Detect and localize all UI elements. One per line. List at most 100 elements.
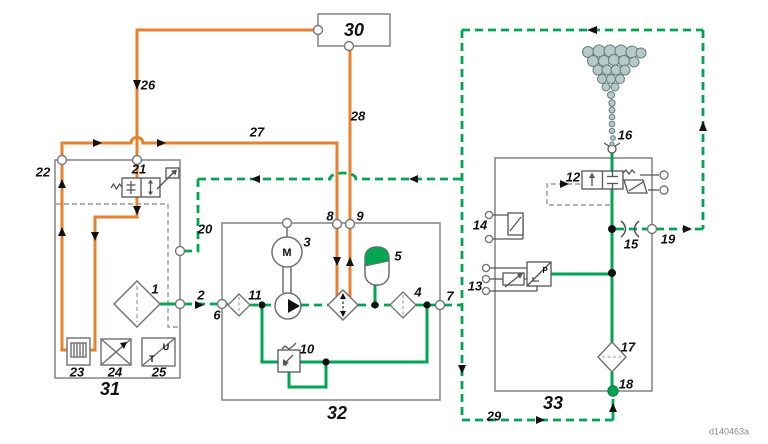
arrow-right-up: [699, 121, 707, 131]
port-motor: [281, 217, 293, 229]
label-28: 28: [350, 108, 366, 124]
arrow-cooler-down: [91, 232, 99, 241]
label-18: 18: [618, 376, 634, 392]
label-11: 11: [248, 287, 262, 303]
green-pressure-lines: [160, 152, 614, 389]
air-bubbles-icon: [582, 44, 647, 147]
port-8: [331, 218, 343, 230]
port-30-left: [312, 24, 324, 36]
port-22: [56, 154, 68, 166]
label-29: 29: [486, 408, 502, 424]
arrow-pilot12-right: [560, 180, 569, 188]
pin-12-b: [659, 185, 669, 195]
block33-components: P: [490, 142, 659, 374]
port-7: [434, 299, 446, 311]
line-26: [135, 28, 318, 156]
filter-17: [597, 340, 627, 374]
filter-1: [113, 280, 161, 328]
label-8: 8: [326, 208, 334, 224]
label-9: 9: [356, 208, 364, 224]
valve-12: [581, 169, 659, 194]
label-4: 4: [414, 284, 422, 300]
label-15: 15: [623, 236, 639, 252]
arrow-29-right: [536, 416, 545, 424]
orange-circuit: [60, 28, 352, 352]
block32-components: M: [227, 228, 417, 373]
label-5: 5: [394, 248, 402, 264]
pin-13-c: [481, 286, 491, 296]
pump-3: [274, 292, 302, 320]
cooler-out-line: [60, 164, 67, 352]
arrow-valve21-down: [133, 206, 141, 215]
filter-4: [389, 291, 417, 319]
port-26: [131, 154, 143, 166]
label-block-32: 32: [326, 403, 348, 423]
arrow-down-462: [458, 365, 466, 374]
label-block-30: 30: [343, 20, 365, 40]
label-19: 19: [660, 231, 676, 247]
label-2: 2: [197, 287, 205, 303]
arrow-9-up: [346, 257, 354, 266]
label-22: 22: [35, 164, 51, 180]
block31-components: U T: [66, 167, 180, 367]
label-17: 17: [620, 339, 636, 355]
pressure-switch-14: [493, 212, 524, 240]
arrow-20-left-2: [251, 175, 260, 183]
doc-code: d140463a: [708, 426, 750, 437]
letter-M: M: [282, 247, 291, 259]
arrow-19-right: [683, 225, 692, 233]
port-19: [646, 223, 658, 235]
label-14: 14: [472, 217, 488, 233]
junction-dots: [258, 225, 616, 366]
relief-valve-10: [277, 342, 301, 373]
label-24: 24: [107, 364, 123, 380]
flush-valve: [327, 289, 359, 321]
label-3: 3: [303, 234, 311, 250]
port20-branch: [184, 179, 200, 253]
pin-12-a: [659, 170, 669, 180]
arrow-27-right-2: [157, 139, 166, 147]
label-6: 6: [213, 307, 221, 323]
pin-14-a: [484, 210, 494, 220]
flow-arrows: [58, 26, 707, 424]
label-block-33: 33: [542, 393, 564, 413]
label-block-31: 31: [99, 379, 121, 399]
sensor-25: U T: [141, 337, 176, 367]
fan-24: [100, 338, 132, 366]
label-23: 23: [69, 364, 85, 380]
pin-13-a: [481, 263, 491, 273]
pressure-sensor-13: P: [490, 261, 552, 292]
letter-T: T: [149, 354, 155, 364]
label-1: 1: [151, 281, 159, 297]
label-21: 21: [131, 161, 147, 177]
arrow-22-up-2: [58, 227, 66, 236]
relief-loop: [287, 363, 328, 389]
block-33-box: [494, 157, 653, 392]
letter-P: P: [542, 266, 548, 275]
motor-3: M: [271, 228, 303, 293]
arrow-20-left-1: [409, 175, 418, 183]
block-31-box: [54, 159, 181, 379]
letter-U: U: [163, 342, 170, 352]
label-12: 12: [565, 169, 581, 185]
accumulator-5: [364, 246, 390, 286]
arrow-2-right: [195, 301, 204, 309]
label-13: 13: [467, 278, 483, 294]
valve21-return: [90, 197, 139, 352]
pilot-line-valve21: [56, 203, 179, 328]
port-2: [174, 298, 186, 310]
pin-14-b: [484, 234, 494, 244]
arrow-8-down: [333, 257, 341, 266]
arrow-top-left: [587, 26, 597, 34]
relief-return: [300, 307, 429, 364]
label-7: 7: [446, 288, 454, 304]
label-20: 20: [197, 221, 213, 237]
line-27: [60, 135, 339, 220]
throttle-15: [620, 220, 640, 238]
return-to-20: [198, 171, 462, 181]
label-10: 10: [299, 341, 315, 357]
port-18-dot: [607, 385, 619, 397]
port-20: [174, 245, 186, 257]
